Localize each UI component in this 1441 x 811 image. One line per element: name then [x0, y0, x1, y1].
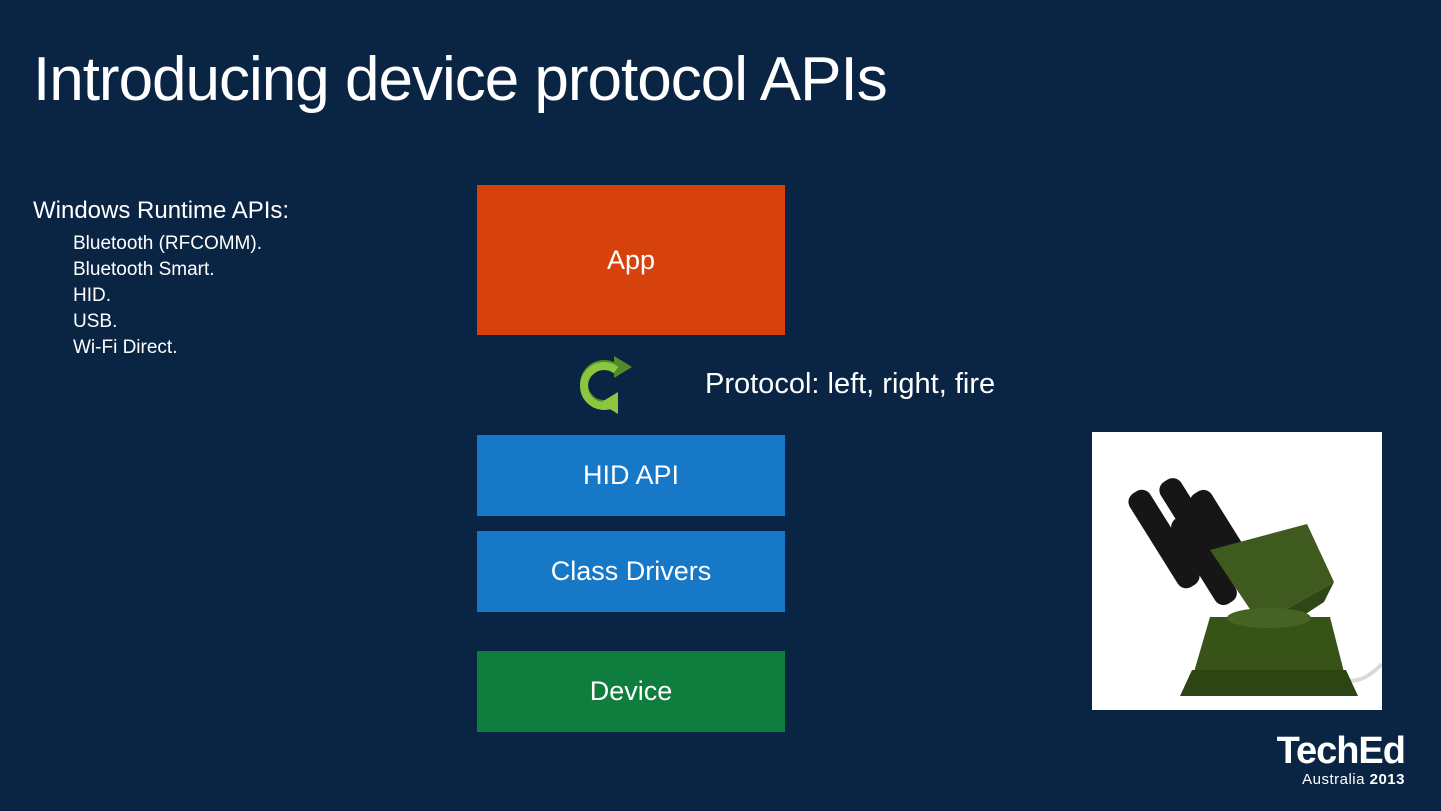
runtime-apis-list: Bluetooth (RFCOMM). Bluetooth Smart. HID… [33, 231, 453, 361]
app-layer-label: App [606, 244, 656, 275]
class-drivers-layer-box: Class Drivers [477, 531, 785, 612]
list-item: USB. [73, 311, 118, 332]
hid-api-layer-label: HID API [582, 460, 680, 490]
runtime-apis-panel: Windows Runtime APIs: Bluetooth (RFCOMM)… [33, 197, 453, 361]
device-layer-label: Device [589, 676, 673, 706]
list-item: Bluetooth (RFCOMM). [73, 233, 262, 254]
class-drivers-layer-label: Class Drivers [550, 556, 712, 586]
rocket-launcher-image [1092, 432, 1384, 710]
logo-year: 2013 [1369, 771, 1405, 788]
protocol-caption: Protocol: left, right, fire [705, 368, 996, 400]
teched-logo-subtitle: Australia 2013 [1215, 771, 1405, 788]
list-item: Bluetooth Smart. [73, 259, 215, 280]
sync-arrows-icon [580, 356, 632, 414]
teched-logo: TechEd Australia 2013 [1215, 730, 1406, 788]
app-layer-box: App [477, 185, 785, 335]
hid-api-layer-box: HID API [477, 435, 785, 516]
logo-region: Australia [1302, 771, 1365, 788]
device-layer-box: Device [477, 651, 785, 732]
page-title: Introducing device protocol APIs [33, 45, 888, 114]
rocket-launcher-illustration [1128, 478, 1384, 696]
list-item: Wi-Fi Direct. [73, 337, 178, 358]
runtime-apis-heading: Windows Runtime APIs: [33, 197, 290, 224]
teched-logo-brand: TechEd [1276, 730, 1406, 772]
list-item: HID. [73, 285, 111, 306]
